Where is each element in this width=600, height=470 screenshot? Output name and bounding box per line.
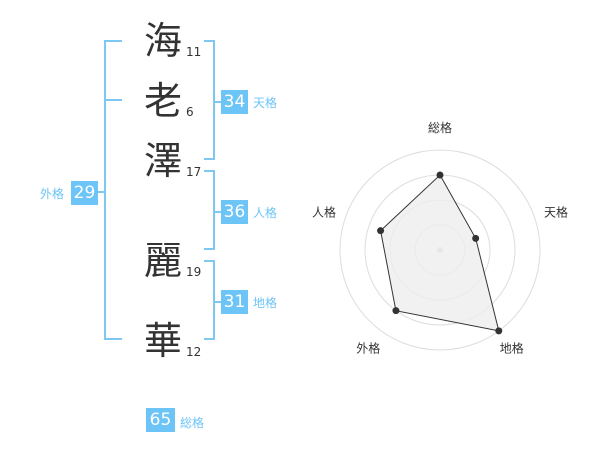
tenkaku-bracket-vertical bbox=[213, 40, 215, 160]
radar-axis-label-4: 外格 bbox=[356, 341, 380, 356]
radar-axis-label-5: 人格 bbox=[312, 204, 336, 219]
tenkaku-value: 34 bbox=[221, 90, 248, 114]
soukaku-label: 総格 bbox=[180, 416, 205, 430]
stroke-count-5: 12 bbox=[186, 345, 202, 359]
stroke-count-4: 19 bbox=[186, 265, 202, 279]
gaikaku-label: 外格 bbox=[40, 187, 65, 201]
gaikaku-bracket-bottom bbox=[104, 338, 122, 340]
tenkaku-bracket-connector bbox=[214, 101, 222, 103]
radar-point-1 bbox=[436, 171, 444, 179]
gaikaku-bracket-vertical bbox=[104, 40, 106, 340]
tenkaku-label: 天格 bbox=[253, 96, 278, 110]
chikaku-bracket-vertical bbox=[213, 260, 215, 340]
jinkaku-bracket-top bbox=[204, 170, 215, 172]
stroke-count-1: 11 bbox=[186, 45, 202, 59]
radar-axis-label-2: 天格 bbox=[544, 204, 568, 219]
radar-point-2 bbox=[472, 234, 480, 242]
radar-point-3 bbox=[495, 327, 503, 335]
gaikaku-value: 29 bbox=[71, 181, 98, 205]
chikaku-bracket-connector bbox=[214, 301, 222, 303]
jinkaku-value: 36 bbox=[221, 200, 248, 224]
tenkaku-bracket-top bbox=[204, 40, 215, 42]
jinkaku-bracket-vertical bbox=[213, 170, 215, 250]
stroke-count-2: 6 bbox=[186, 105, 194, 119]
chikaku-bracket-top bbox=[204, 260, 215, 262]
gaikaku-bracket-top bbox=[104, 40, 122, 42]
soukaku-value: 65 bbox=[146, 408, 175, 432]
gaikaku-bracket-mid bbox=[104, 99, 122, 101]
name-char-2: 老 bbox=[143, 79, 182, 123]
chikaku-value: 31 bbox=[221, 290, 248, 314]
radar-point-4 bbox=[392, 307, 400, 315]
name-char-3: 澤 bbox=[143, 139, 182, 183]
stroke-count-3: 17 bbox=[186, 165, 202, 179]
radar-series-polygon bbox=[380, 174, 500, 332]
chikaku-label: 地格 bbox=[253, 296, 278, 310]
name-char-4: 麗 bbox=[143, 239, 182, 283]
gaikaku-bracket-connector bbox=[97, 191, 105, 193]
jinkaku-bracket-bottom bbox=[204, 248, 215, 250]
jinkaku-label: 人格 bbox=[253, 206, 278, 220]
jinkaku-bracket-connector bbox=[214, 211, 222, 213]
radar-grid-ring bbox=[339, 149, 541, 351]
radar-axis-label-3: 地格 bbox=[500, 341, 524, 356]
tenkaku-bracket-bottom bbox=[204, 158, 215, 160]
chikaku-bracket-bottom bbox=[204, 338, 215, 340]
radar-axis-label-1: 総格 bbox=[428, 120, 452, 135]
name-char-5: 華 bbox=[143, 319, 182, 363]
name-char-1: 海 bbox=[143, 19, 182, 63]
radar-point-5 bbox=[377, 227, 385, 235]
